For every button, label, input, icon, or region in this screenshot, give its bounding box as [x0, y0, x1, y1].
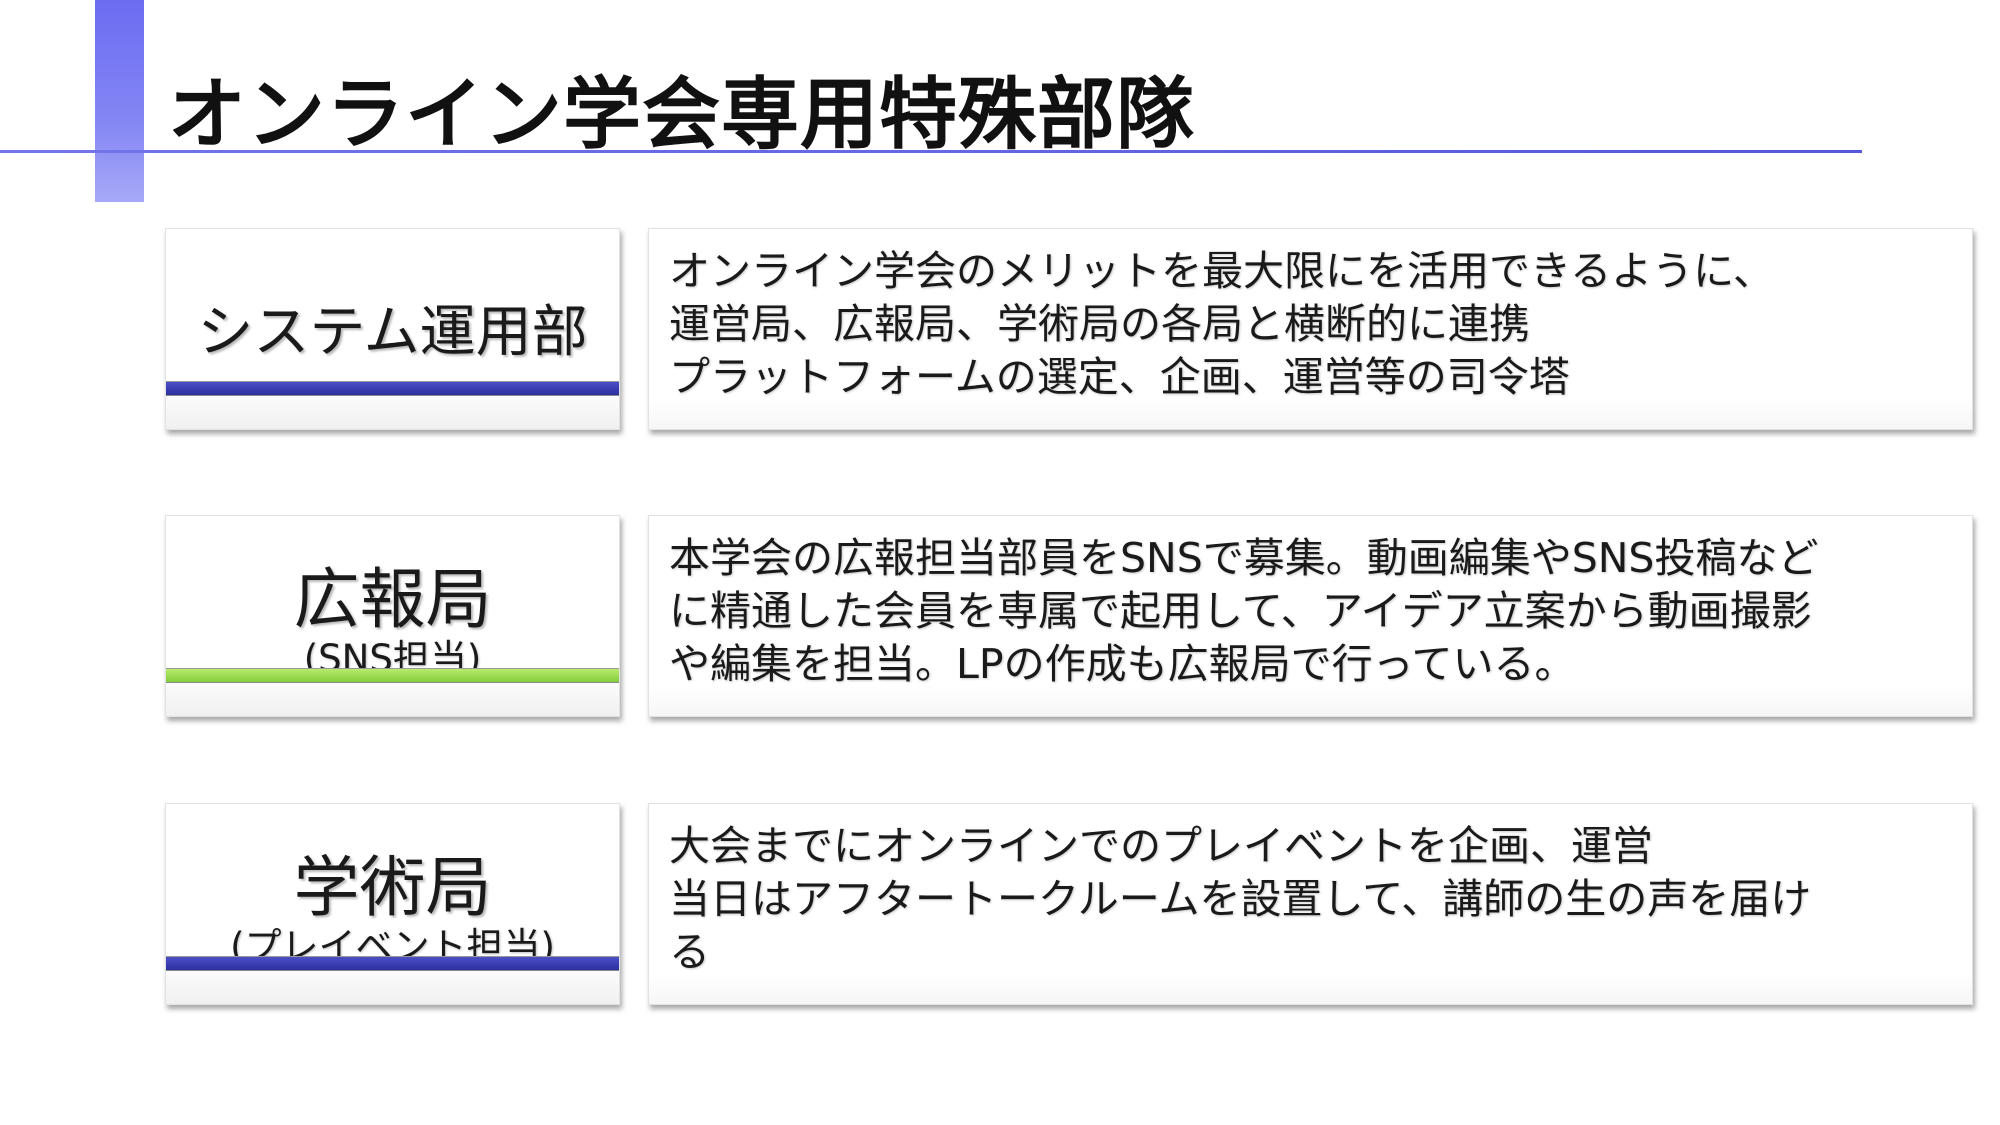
section-label: 学術局	[293, 849, 492, 926]
section-label-box: システム運用部	[165, 228, 620, 430]
section-label-stripe	[166, 956, 619, 971]
title-underline	[0, 150, 1862, 153]
section-description: 大会までにオンラインでのプレイベントを企画、運営 当日はアフタートークルームを設…	[669, 822, 1812, 976]
title-accent-bar	[95, 0, 144, 202]
section-label-box: 広報局 (SNS担当)	[165, 515, 620, 717]
section-label-stripe	[166, 668, 619, 683]
section-label: システム運用部	[197, 300, 588, 365]
section-label-box: 学術局 (プレイベント担当)	[165, 803, 620, 1005]
section-description: 本学会の広報担当部員をSNSで募集。動画編集やSNS投稿など に精通した会員を専…	[669, 534, 1819, 688]
section-description: オンライン学会のメリットを最大限にを活用できるように、 運営局、広報局、学術局の…	[669, 247, 1774, 401]
section-description-box: オンライン学会のメリットを最大限にを活用できるように、 運営局、広報局、学術局の…	[648, 228, 1973, 430]
section-description-box: 大会までにオンラインでのプレイベントを企画、運営 当日はアフタートークルームを設…	[648, 803, 1973, 1005]
section-label-stripe	[166, 381, 619, 396]
section-description-box: 本学会の広報担当部員をSNSで募集。動画編集やSNS投稿など に精通した会員を専…	[648, 515, 1973, 717]
section-label: 広報局	[293, 561, 492, 638]
slide-title: オンライン学会専用特殊部隊	[168, 70, 1196, 160]
